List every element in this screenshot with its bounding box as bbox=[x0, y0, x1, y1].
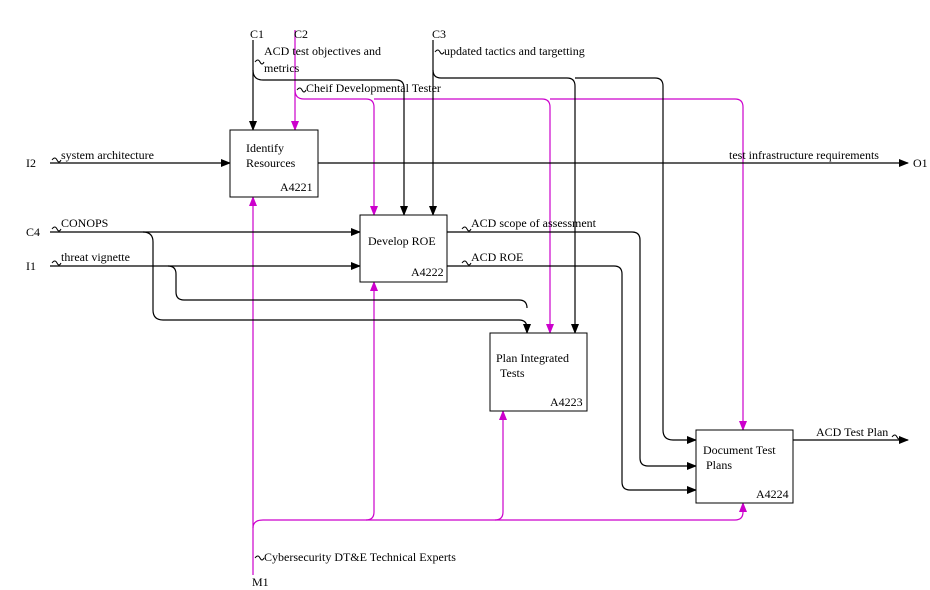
activity-node-number: A4221 bbox=[280, 180, 313, 194]
tunnel-c2: C2 bbox=[294, 27, 308, 41]
label-acd-test-objectives: ACD test objectives and bbox=[264, 44, 381, 58]
tunnel-o1: O1 bbox=[913, 156, 928, 170]
activity-title-line1: Document Test bbox=[703, 443, 776, 457]
activity-title-line1: Identify bbox=[246, 141, 284, 155]
activity-a4221[interactable]: Identify Resources A4221 bbox=[229, 129, 319, 198]
activity-box[interactable] bbox=[695, 429, 794, 504]
squiggle bbox=[296, 87, 307, 93]
activity-title-line2: Tests bbox=[500, 366, 525, 380]
scope-to-a4224-arrow bbox=[447, 231, 697, 470]
squiggle bbox=[51, 226, 62, 232]
m1-to-a4224-arrow bbox=[252, 502, 747, 529]
tunnel-i1: I1 bbox=[26, 259, 36, 273]
label-chief-tester: Cheif Developmental Tester bbox=[306, 81, 441, 95]
squiggle bbox=[434, 49, 445, 55]
activity-node-number: A4224 bbox=[756, 487, 789, 501]
input-output-arrows bbox=[50, 159, 909, 494]
squiggle bbox=[891, 434, 902, 440]
squiggle bbox=[51, 260, 62, 266]
i1-to-a4223-arrow bbox=[167, 265, 528, 309]
tunnel-i2: I2 bbox=[26, 156, 36, 170]
c2-to-a4223-arrow bbox=[374, 98, 554, 334]
c3-to-a4224-arrow bbox=[575, 77, 697, 444]
tunnel-m1: M1 bbox=[252, 575, 269, 589]
activity-a4222[interactable]: Develop ROE A4222 bbox=[359, 214, 448, 283]
squiggle bbox=[51, 157, 62, 163]
arrow-labels: ACD test objectives and metrics updated … bbox=[61, 44, 888, 564]
label-threat-vignette: threat vignette bbox=[61, 250, 130, 264]
label-acd-test-plan: ACD Test Plan bbox=[816, 425, 888, 439]
activity-title-line2: Resources bbox=[246, 156, 296, 170]
label-acd-test-objectives-cont: metrics bbox=[264, 61, 300, 75]
label-conops: CONOPS bbox=[61, 216, 108, 230]
activity-box[interactable] bbox=[359, 214, 448, 283]
roe-to-a4224-arrow bbox=[447, 265, 697, 494]
squiggle bbox=[461, 260, 472, 266]
label-cyber-experts: Cybersecurity DT&E Technical Experts bbox=[264, 550, 456, 564]
activity-title-line1: Develop ROE bbox=[368, 234, 436, 248]
activity-title-line2: Plans bbox=[706, 458, 732, 472]
activity-node-number: A4223 bbox=[550, 395, 583, 409]
c3-to-a4223-arrow bbox=[432, 69, 579, 334]
control-arrows bbox=[249, 40, 697, 444]
activity-a4223[interactable]: Plan Integrated Tests A4223 bbox=[489, 332, 588, 412]
activity-node-number: A4222 bbox=[411, 265, 444, 279]
mechanism-arrows bbox=[249, 30, 747, 575]
activity-box[interactable] bbox=[489, 332, 588, 412]
squiggle bbox=[461, 226, 472, 232]
label-acd-scope: ACD scope of assessment bbox=[471, 216, 597, 230]
c1-to-a4222-arrow bbox=[252, 69, 408, 216]
label-system-architecture: system architecture bbox=[61, 148, 154, 162]
activity-title-line1: Plan Integrated bbox=[496, 351, 569, 365]
squiggle bbox=[254, 555, 265, 561]
c2-to-a4224-arrow bbox=[550, 98, 747, 431]
tunnel-c4: C4 bbox=[26, 225, 40, 239]
c2-to-a4222-arrow bbox=[294, 89, 378, 216]
m1-to-a4222-arrow bbox=[365, 281, 378, 521]
label-acd-roe: ACD ROE bbox=[471, 250, 523, 264]
tunnel-c3: C3 bbox=[432, 27, 446, 41]
tunnel-c1: C1 bbox=[250, 27, 264, 41]
squiggle bbox=[254, 59, 265, 65]
tunnel-labels: C1 C2 C3 C4 I1 I2 O1 M1 bbox=[26, 27, 928, 589]
label-squiggles bbox=[51, 49, 902, 561]
activity-box[interactable] bbox=[229, 129, 319, 198]
activity-a4224[interactable]: Document Test Plans A4224 bbox=[695, 429, 794, 504]
m1-to-a4223-arrow bbox=[494, 410, 507, 521]
label-test-infra-req: test infrastructure requirements bbox=[729, 148, 879, 162]
label-updated-tactics: updated tactics and targetting bbox=[444, 44, 585, 58]
c4-to-a4223-arrow bbox=[142, 231, 531, 334]
